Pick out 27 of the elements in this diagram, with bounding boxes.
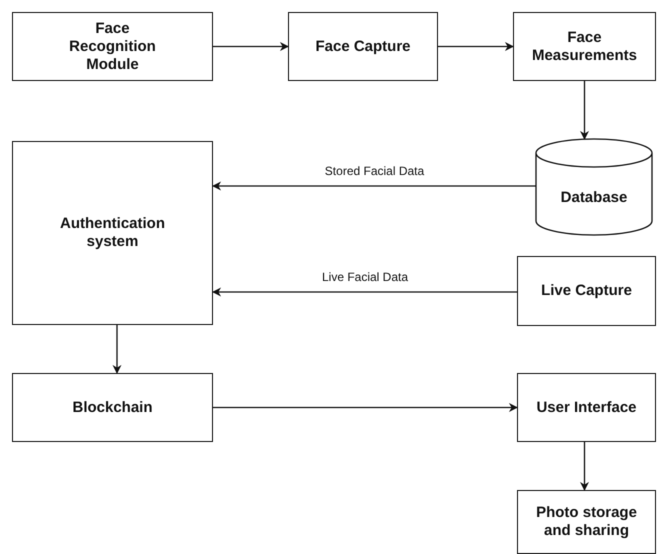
arrow [213,403,518,412]
process-box [12,373,213,442]
process-box [12,12,213,81]
node-label: Blockchain [72,398,153,416]
process-box [517,373,656,442]
node-label: Face Measurements [530,28,638,64]
arrow [580,442,589,491]
process-box [517,490,656,554]
node-label: Photo storage and sharing [535,504,638,540]
edge-label: Live Facial Data [320,270,410,284]
process-box [12,141,213,325]
edge-label: Stored Facial Data [322,164,426,178]
arrow [212,182,536,190]
process-box [288,12,438,81]
node-label: Database [560,189,628,207]
arrow [438,42,514,51]
arrow [212,288,517,296]
node-label: Authentication system [59,215,166,251]
node-label: Live Capture [541,282,632,300]
arrow [112,325,122,374]
process-box [513,12,656,81]
arrow [213,42,289,51]
node-label: Face Recognition Module [68,20,157,74]
node-label: User Interface [536,398,637,416]
process-box [517,256,656,326]
arrow [580,81,589,140]
node-label: Face Capture [315,38,411,56]
